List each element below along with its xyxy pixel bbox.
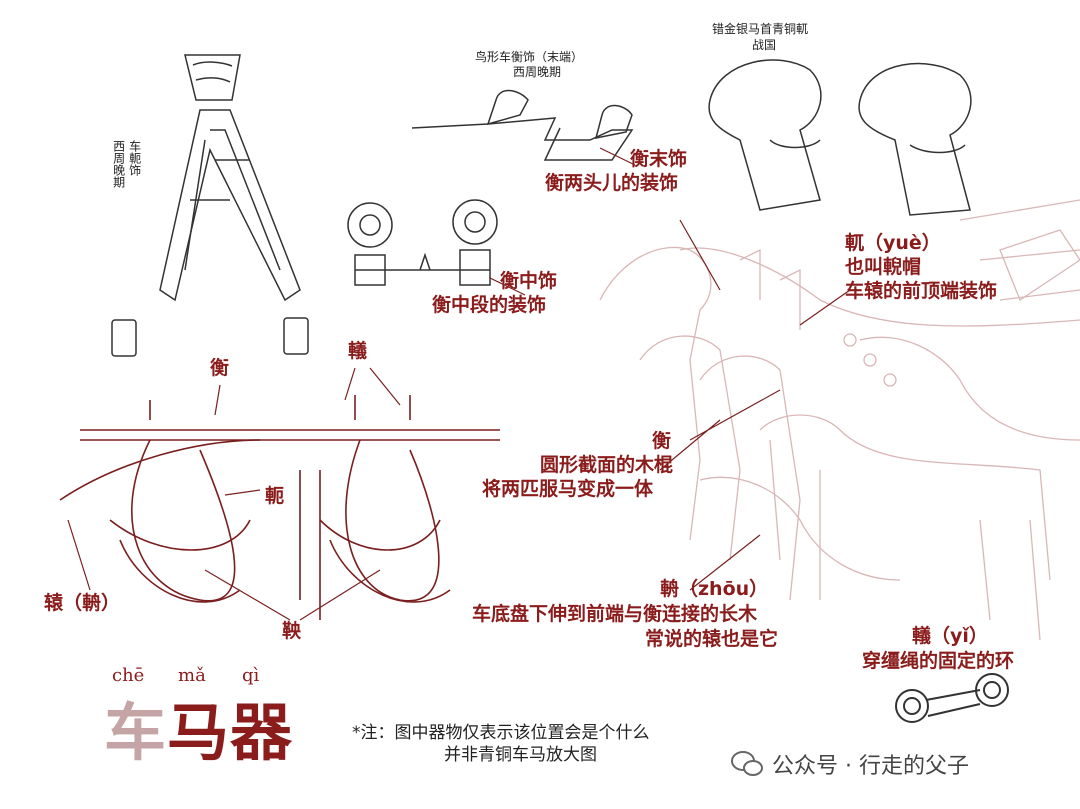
bird-heng-ornament-sketch — [411, 89, 634, 161]
footnote-line-2: 并非青铜车马放大图 — [444, 745, 597, 766]
zhou-name: 輈（zhōu） — [660, 578, 769, 600]
watermark: 公众号 · 行走的父子 — [730, 748, 969, 780]
yoke-diagram-sketch — [59, 395, 500, 620]
yuan-callout: 辕（輈） — [44, 592, 121, 614]
heng-callout: 衡 — [210, 357, 230, 379]
heng-explain-desc2: 将两匹服马变成一体 — [482, 478, 654, 500]
heng-middle-desc: 衡中段的装饰 — [432, 294, 547, 316]
footnote: *注：图中器物仅表示该位置会是个什么 并非青铜车马放大图 — [352, 722, 650, 766]
horses-sketch — [599, 199, 1080, 641]
yi-callout: 轙 — [348, 340, 368, 362]
heng-middle-name: 衡中饰 — [500, 270, 558, 292]
footnote-line-1: *注：图中器物仅表示该位置会是个什么 — [352, 723, 650, 743]
zhou-desc2: 常说的辕也是它 — [645, 628, 779, 650]
heng-middle-ornament-sketch — [347, 199, 498, 286]
era-vertical-label: 西周晚期 — [111, 140, 126, 188]
yi-explain-name: 轙（yǐ） — [912, 625, 988, 647]
title-pinyin-2: mǎ — [178, 665, 206, 686]
yue-desc: 车辕的前顶端装饰 — [845, 280, 998, 302]
zhou-desc1: 车底盘下伸到前端与衡连接的长木 — [472, 603, 758, 625]
watermark-text: 公众号 · 行走的父子 — [772, 754, 969, 779]
leader-lines — [67, 147, 851, 621]
e-ornament-vertical-label: 车軛饰 — [127, 140, 142, 176]
heng-end-name: 衡末饰 — [630, 148, 688, 170]
bird-ornament-title: 鸟形车衡饰（末端） — [475, 50, 584, 64]
heng-explain-desc1: 圆形截面的木棍 — [540, 454, 674, 476]
bronze-yue-period: 战国 — [752, 38, 777, 52]
title-part-2: 马器 — [167, 696, 294, 769]
yang-callout: 鞅 — [282, 620, 302, 642]
e-ornament-sketch — [111, 54, 309, 357]
title-pinyin-1: chē — [112, 665, 145, 686]
bronze-yue-title: 错金银马首青铜軏 — [712, 22, 809, 36]
e-callout: 軛 — [265, 485, 285, 507]
title-pinyin-3: qì — [242, 665, 260, 686]
heng-explain-name: 衡 — [652, 430, 672, 452]
yue-alias: 也叫輗帽 — [845, 256, 922, 278]
yi-ring-sketch — [895, 673, 1009, 723]
page-title: 车马器 — [104, 682, 293, 772]
bird-ornament-period: 西周晚期 — [513, 65, 562, 79]
wechat-icon — [731, 751, 763, 776]
bronze-yue-sketch — [708, 59, 972, 216]
heng-end-desc: 衡两头儿的装饰 — [545, 172, 679, 194]
yue-name: 軏（yuè） — [845, 232, 941, 254]
yi-explain-desc: 穿缰绳的固定的环 — [862, 650, 1015, 672]
title-part-1: 车 — [104, 696, 168, 769]
